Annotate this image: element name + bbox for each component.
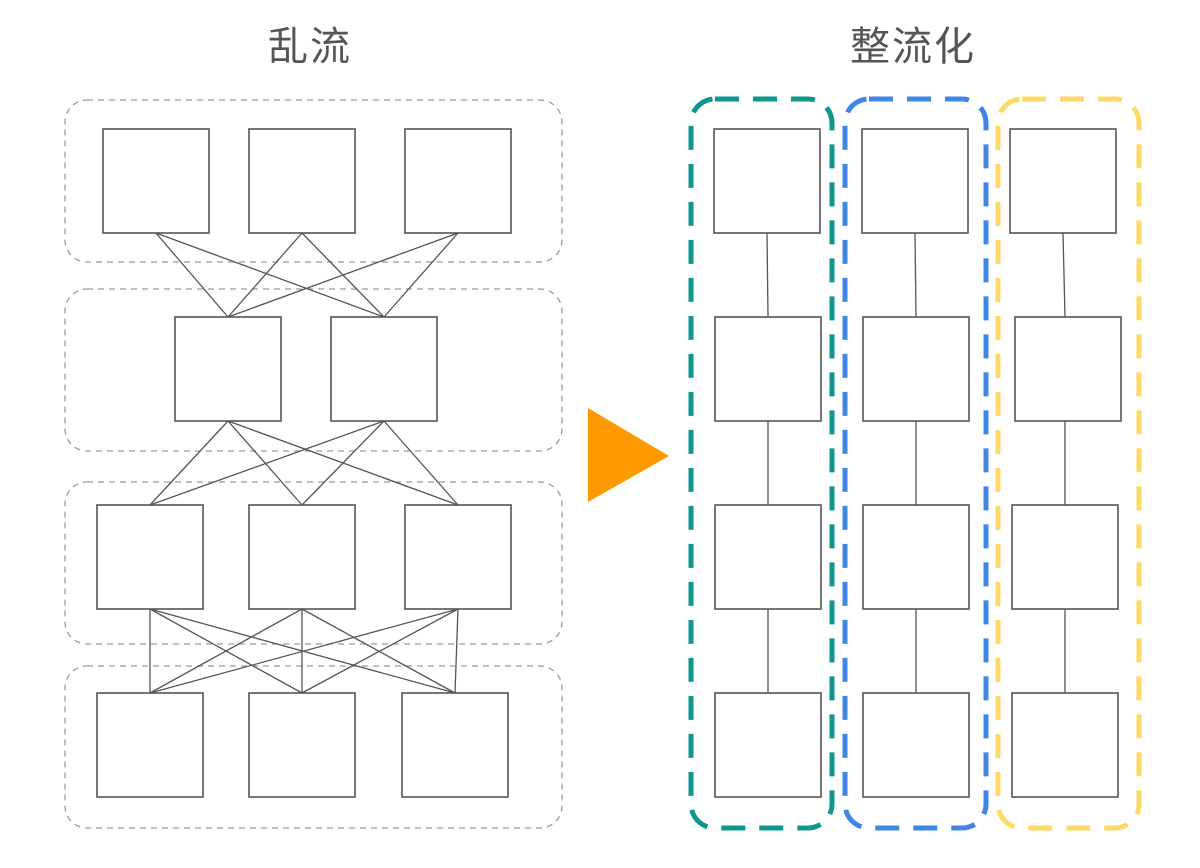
- node: [862, 692, 970, 798]
- edge: [454, 608, 459, 694]
- node: [1009, 128, 1117, 234]
- edge: [149, 608, 459, 694]
- node: [102, 128, 210, 234]
- node: [174, 316, 282, 422]
- right-edges: [766, 232, 1066, 693]
- node: [862, 316, 970, 422]
- left-edges: [149, 232, 459, 694]
- streamlined-flow-title: 整流化: [850, 24, 976, 70]
- node: [401, 692, 509, 798]
- left-nodes: [96, 128, 512, 798]
- node: [861, 128, 969, 234]
- node: [862, 504, 970, 610]
- edge: [227, 232, 303, 318]
- right-groups: [688, 96, 1142, 831]
- edge: [766, 232, 769, 318]
- node: [248, 128, 356, 234]
- turbulent-flow-title: 乱流: [268, 24, 352, 70]
- node: [248, 504, 356, 610]
- node: [1011, 504, 1119, 610]
- edge: [383, 420, 459, 506]
- edge: [155, 232, 385, 318]
- edge: [227, 420, 303, 506]
- node: [713, 128, 821, 234]
- node: [714, 504, 822, 610]
- node: [404, 128, 512, 234]
- edge: [149, 420, 385, 506]
- node: [96, 692, 204, 798]
- layer-2-container: [64, 288, 563, 452]
- edge: [149, 420, 229, 506]
- edge: [383, 232, 459, 318]
- edge: [301, 608, 459, 694]
- node: [248, 692, 356, 798]
- column-group-blue: [842, 96, 989, 831]
- node: [404, 504, 512, 610]
- edge: [1062, 232, 1066, 318]
- node: [96, 504, 204, 610]
- node: [714, 692, 822, 798]
- edge: [149, 608, 303, 694]
- edge: [914, 232, 917, 318]
- edge: [155, 232, 229, 318]
- edge: [301, 608, 456, 694]
- edge: [227, 232, 459, 318]
- edge: [301, 420, 385, 506]
- node: [1011, 692, 1119, 798]
- right-nodes: [713, 128, 1122, 798]
- column-group-yellow: [995, 96, 1142, 831]
- node: [1014, 316, 1122, 422]
- node: [330, 316, 438, 422]
- column-group-teal: [688, 96, 835, 831]
- node: [714, 316, 822, 422]
- transform-arrow-icon: [588, 408, 669, 502]
